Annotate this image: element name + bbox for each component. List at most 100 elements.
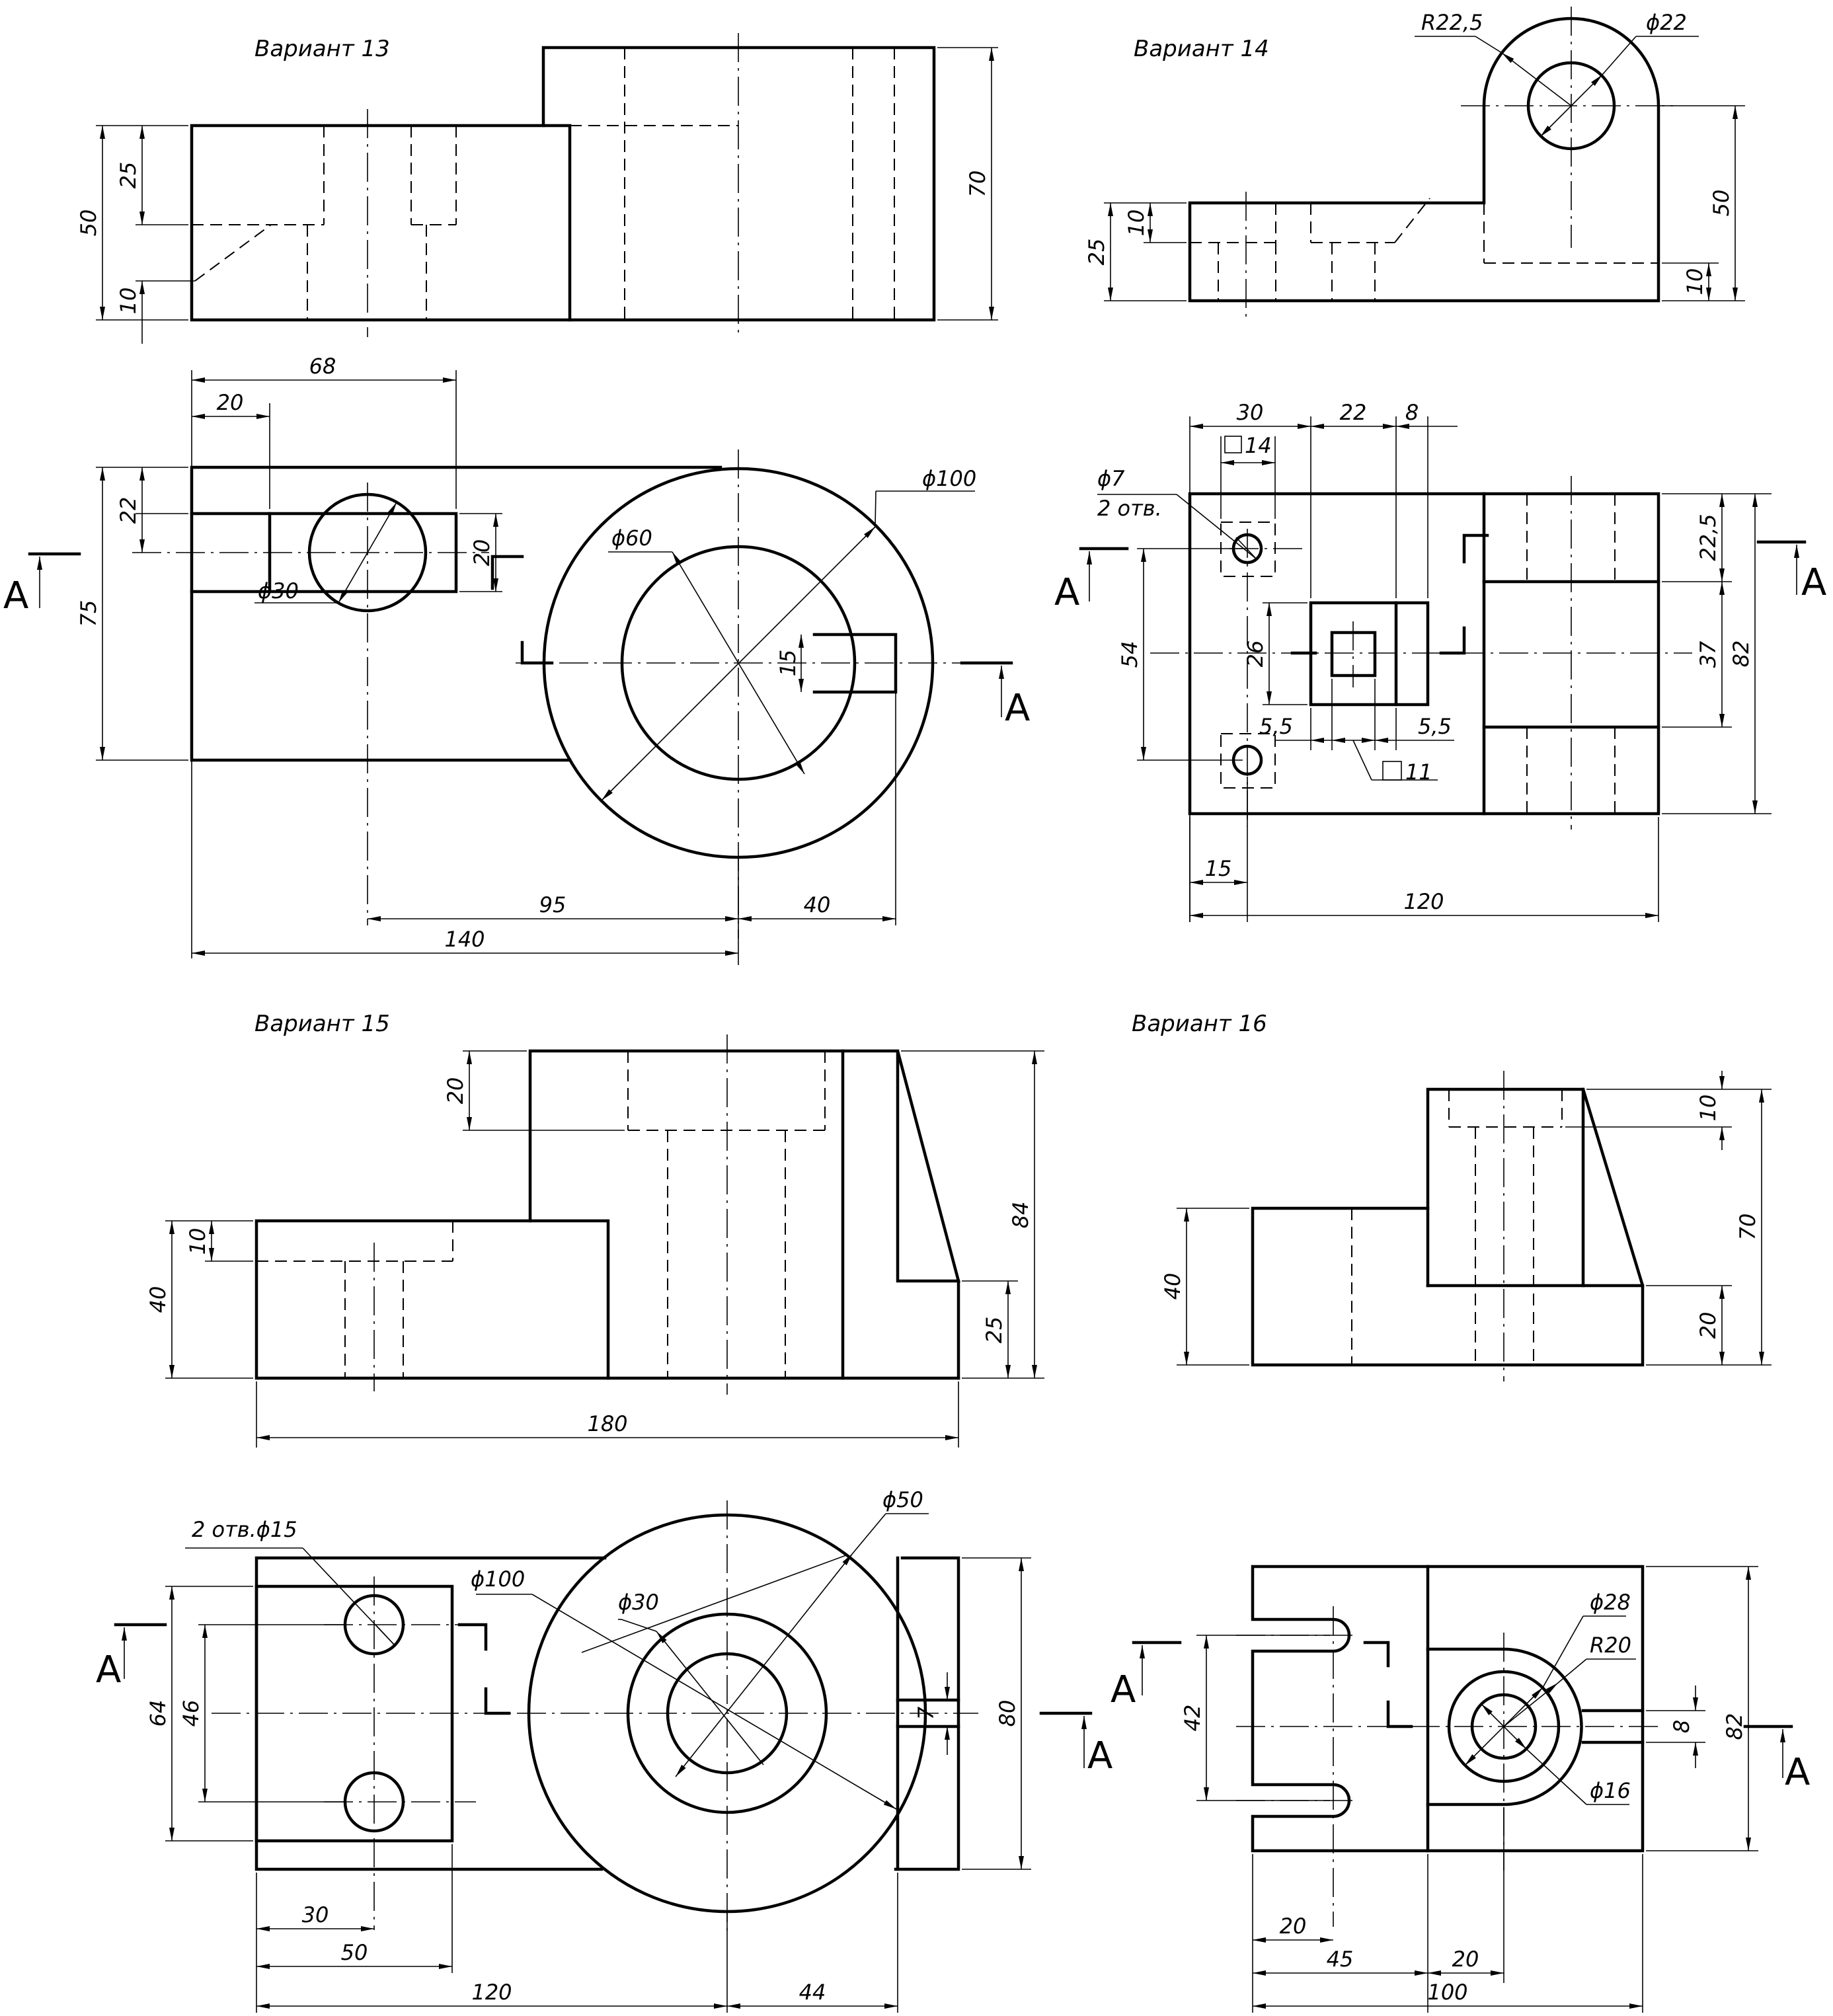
v14-dim-10: 10 (1124, 210, 1149, 237)
variant-13-title: Вариант 13 (254, 36, 390, 62)
v13-dim-dia100: ϕ100 (922, 466, 976, 491)
v16-front-outline (1251, 1087, 1645, 1367)
v16-top-outline (1251, 1565, 1645, 1853)
v15-dim-40: 40 (145, 1286, 171, 1313)
v15-dim-84: 84 (1008, 1202, 1033, 1229)
v14-front-view: R22,5 ϕ22 10 25 50 10 (1084, 7, 1745, 317)
v13-dim-22: 22 (116, 497, 141, 524)
v14-dim-sq11: 11 (1405, 759, 1432, 785)
v15-cut-mark-2 (484, 1687, 511, 1715)
v13-front-low-block (190, 124, 572, 322)
v16-dim-dia28: ϕ28 (1590, 1590, 1631, 1615)
v13-front-high-block (541, 46, 936, 322)
v15-dim-44: 44 (799, 1980, 826, 2005)
v14-dim-54: 54 (1117, 641, 1142, 668)
v14-dim-8: 8 (1405, 400, 1419, 425)
v14-dim-22: 22 (1340, 400, 1367, 425)
v16-dim-70: 70 (1735, 1214, 1760, 1241)
v15-dim-7: 7 (914, 1706, 939, 1720)
v14-dim-82: 82 (1729, 640, 1754, 668)
v13-dim-20: 20 (217, 390, 244, 415)
v13-dim-40: 40 (804, 892, 831, 917)
v13-dim-68: 68 (309, 354, 336, 379)
v14-dim-5-5-right: 5,5 (1418, 714, 1452, 739)
v14-top-boss (1309, 601, 1430, 707)
v13-cut-mark-1 (490, 555, 524, 590)
v15-dim-64: 64 (145, 1700, 171, 1727)
v13-dim-95: 95 (539, 892, 566, 917)
v14-dim-37: 37 (1696, 640, 1721, 668)
v16-section-label-right: A (1785, 1751, 1810, 1794)
v15-dim-30: 30 (302, 1902, 329, 1927)
v13-dim-10: 10 (116, 288, 141, 315)
v13-dim-70: 70 (965, 171, 990, 198)
v15-dim-50: 50 (341, 1940, 368, 1965)
v16-front-view: 10 40 70 20 (1160, 1071, 1772, 1381)
v13-dim-140: 140 (444, 927, 485, 952)
v14-dim-30: 30 (1237, 400, 1264, 425)
v15-dim-dia30: ϕ30 (618, 1590, 659, 1615)
v14-cut-mark-1 (1462, 533, 1489, 564)
v15-dim-20: 20 (443, 1077, 468, 1105)
v16-dim-20: 20 (1696, 1312, 1721, 1339)
v16-top-slot-8 (1581, 1709, 1645, 1744)
v16-dim-100: 100 (1427, 1980, 1467, 2005)
v16-dim-20-left: 20 (1280, 1914, 1307, 1939)
v16-top-view: ϕ28 R20 ϕ16 42 8 82 20 45 20 100 A A (1111, 1565, 1810, 2013)
v16-top-boss (1426, 1647, 1583, 1806)
v16-section-label-left: A (1111, 1668, 1136, 1711)
v14-dim-120: 120 (1403, 889, 1444, 914)
v14-dim-sq14: 14 (1245, 433, 1272, 458)
v16-dim-dia16: ϕ16 (1590, 1778, 1631, 1803)
v14-top-view: 30 22 8 14 ϕ7 2 отв. 22,5 54 26 37 82 5,… (1054, 400, 1826, 922)
v14-section-label-right: A (1801, 561, 1826, 604)
v14-dim-holes: 2 отв. (1097, 496, 1162, 521)
v16-dim-45: 45 (1327, 1947, 1354, 1972)
v13-top-body (190, 465, 722, 762)
v15-front-upper (528, 1049, 960, 1283)
variant-13: Вариант 13 50 25 10 70 (3, 33, 1030, 965)
v14-dim-22-5: 22,5 (1696, 514, 1721, 561)
v13-dim-dia60: ϕ60 (611, 525, 652, 551)
variant-15-title: Вариант 15 (254, 1011, 390, 1037)
v15-top-view: 2 отв.ϕ15 ϕ100 ϕ30 ϕ50 64 46 7 80 30 50 … (96, 1487, 1112, 2013)
v14-dim-15: 15 (1205, 856, 1232, 881)
v13-section-label-left: A (3, 574, 28, 617)
v15-section-label-right: A (1087, 1734, 1112, 1777)
v14-dim-50: 50 (1709, 190, 1734, 217)
v16-dim-20-right: 20 (1452, 1947, 1479, 1972)
v15-dim-holes15: 2 отв.ϕ15 (192, 1517, 297, 1542)
v15-dim-25: 25 (982, 1317, 1007, 1344)
variant-16-title: Вариант 16 (1132, 1011, 1267, 1037)
v14-section-label-left: A (1054, 571, 1079, 614)
v15-section-label-left: A (96, 1648, 121, 1691)
variant-15: Вариант 15 20 10 40 (96, 1011, 1112, 2013)
v15-dim-46: 46 (178, 1700, 204, 1727)
v15-front-base (254, 1219, 610, 1380)
v16-dim-r20: R20 (1590, 1633, 1631, 1658)
variant-16: Вариант 16 10 40 70 20 (1111, 1011, 1810, 2013)
v16-dim-10: 10 (1696, 1095, 1721, 1122)
v13-front-view: 50 25 10 70 (76, 33, 998, 344)
v14-dim-dia22: ϕ22 (1646, 10, 1687, 35)
v15-dim-dia50: ϕ50 (882, 1487, 923, 1512)
v15-cut-mark-1 (457, 1623, 488, 1651)
v14-square-symbol-14 (1224, 436, 1242, 453)
v15-dim-120: 120 (471, 1980, 512, 2005)
v16-dim-40: 40 (1160, 1273, 1185, 1300)
v14-dim-dia7: ϕ7 (1097, 466, 1125, 491)
v13-dim-50: 50 (76, 210, 101, 237)
v13-dim-25: 25 (116, 162, 141, 189)
variant-14: Вариант 14 R22,5 ϕ22 10 (1054, 7, 1826, 922)
v16-dim-42: 42 (1180, 1705, 1205, 1732)
v13-section-label-right: A (1005, 687, 1030, 730)
v16-dim-8: 8 (1669, 1720, 1694, 1733)
v14-dim-5-5-left: 5,5 (1259, 714, 1293, 739)
v16-cut-mark-2 (1386, 1700, 1413, 1728)
v15-dim-180: 180 (587, 1411, 627, 1436)
v14-front-outline (1188, 17, 1660, 303)
v15-front-view: 20 10 40 84 25 180 (145, 1034, 1044, 1448)
v14-dim-26: 26 (1243, 640, 1268, 668)
